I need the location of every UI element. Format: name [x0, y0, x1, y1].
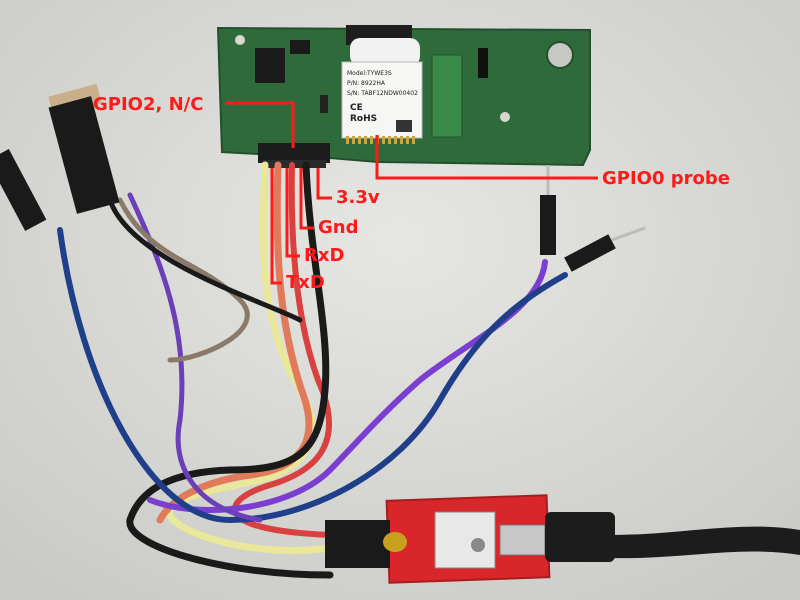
label-gpio0-probe: GPIO0 probe [602, 168, 730, 189]
label-gpio2: GPIO2, N/C [93, 94, 204, 115]
annotation-leader-lines [225, 101, 598, 285]
usb-serial-adapter [325, 494, 800, 584]
module-model-text: Model:TYWE3S [347, 70, 392, 77]
label-rxd: RxD [304, 245, 345, 266]
jumper-wires [57, 161, 568, 579]
probe-connectors [540, 165, 646, 272]
module-rohs-mark: RoHS [350, 114, 378, 124]
label-txd: TxD [286, 272, 325, 293]
module-sn-text: S/N: TABF12NDW00402 [347, 90, 418, 97]
left-connectors [0, 83, 120, 231]
module-ce-mark: CE [350, 103, 363, 113]
module-pn-text: P/N: 8922HA [347, 80, 385, 87]
qr-code-icon [396, 120, 412, 132]
label-3v3: 3.3v [336, 187, 380, 208]
wifi-module [341, 38, 423, 144]
label-gnd: Gnd [318, 217, 359, 238]
